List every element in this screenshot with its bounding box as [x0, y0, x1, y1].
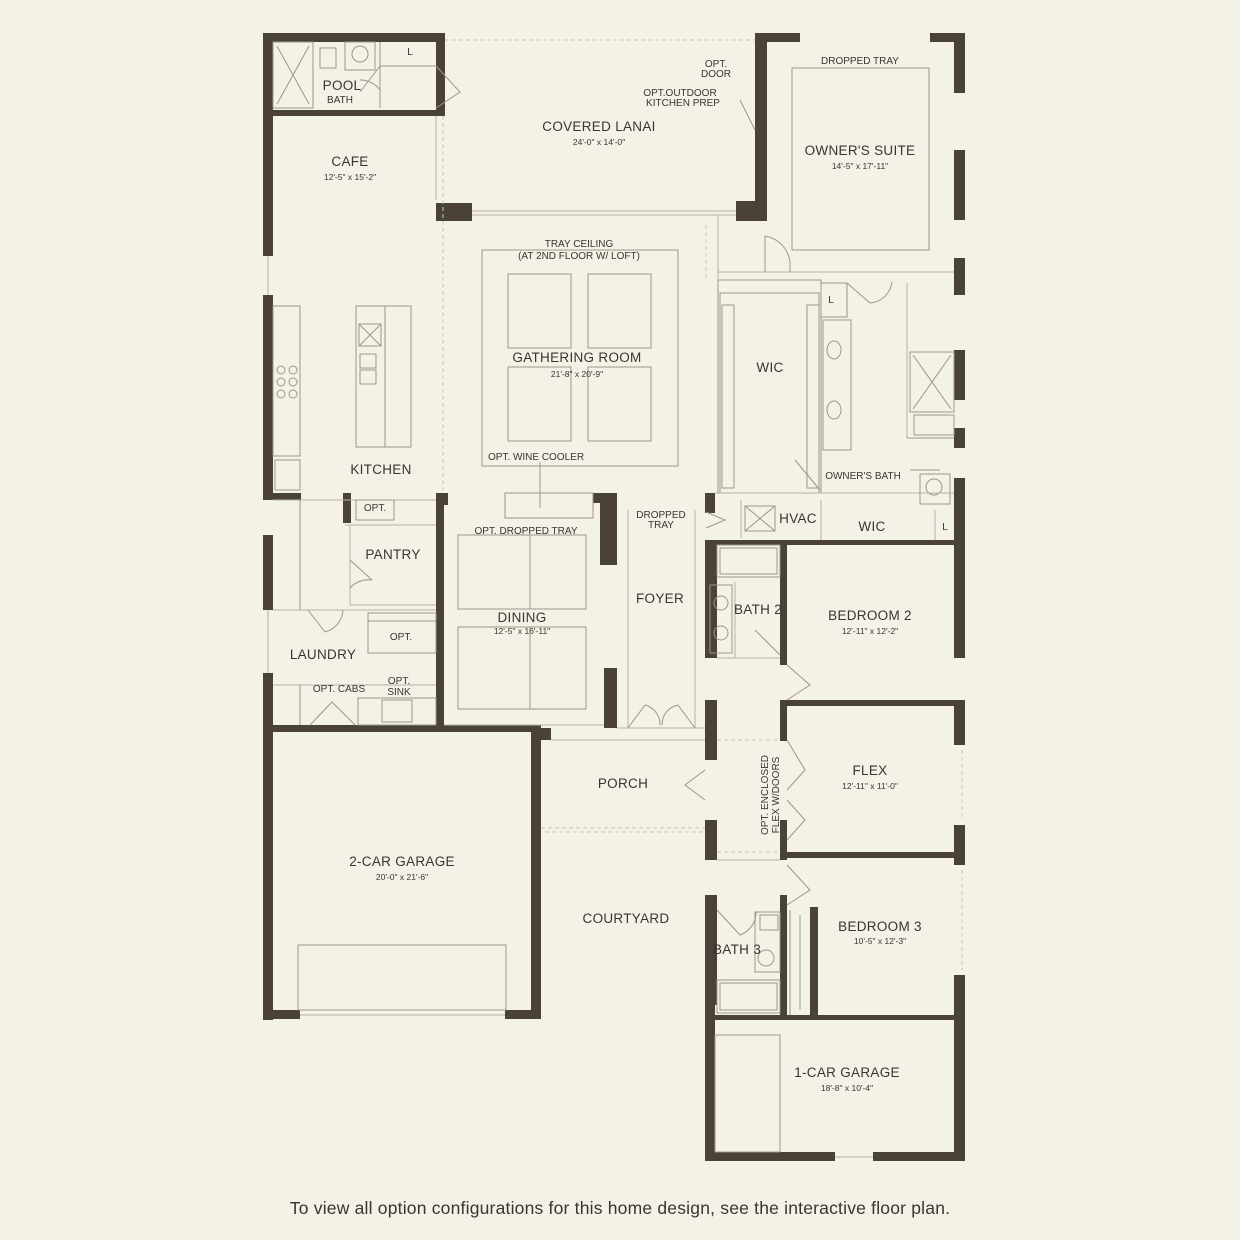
- gathering-room-dim: 21'-8" x 20'-9": [551, 369, 603, 379]
- dining-label: DINING: [497, 610, 546, 625]
- opt-kitchen-label: OPT.: [364, 503, 386, 514]
- opt-sink-label-2: SINK: [387, 687, 411, 698]
- garage2-label: 2-CAR GARAGE: [349, 854, 455, 869]
- opt-outdoor-kitchen-label-2: KITCHEN PREP: [646, 98, 720, 109]
- exterior-walls: [263, 33, 965, 1161]
- linen-label-2: L: [828, 295, 834, 306]
- hvac-label: HVAC: [779, 511, 817, 526]
- cafe-label: CAFE: [331, 154, 368, 169]
- opt-door-label-2: DOOR: [701, 69, 731, 80]
- tray-ceiling-label-2: (AT 2ND FLOOR W/ LOFT): [518, 251, 640, 262]
- wic2-label: WIC: [858, 519, 885, 534]
- linen-label-3: L: [942, 522, 948, 533]
- pool-bath-label-2: BATH: [327, 95, 353, 106]
- garage1-label: 1-CAR GARAGE: [794, 1065, 900, 1080]
- opt-dropped-tray-label: OPT. DROPPED TRAY: [475, 526, 578, 537]
- bedroom3-dim: 10'-5" x 12'-3": [854, 936, 906, 946]
- porch-label: PORCH: [598, 776, 648, 791]
- pool-bath-label-1: POOL: [323, 78, 362, 93]
- bedroom2-label: BEDROOM 2: [828, 608, 912, 623]
- linen-label: L: [407, 47, 413, 58]
- dropped-tray-label-2: TRAY: [648, 520, 674, 531]
- wic-label: WIC: [756, 360, 783, 375]
- dining-dim: 12'-5" x 16'-11": [494, 626, 550, 636]
- flex-label: FLEX: [853, 763, 888, 778]
- owners-suite-dim: 14'-5" x 17'-11": [832, 161, 888, 171]
- tray-ceiling-label-1: TRAY CEILING: [545, 239, 614, 250]
- cafe-dim: 12'-5" x 15'-2": [324, 172, 376, 182]
- courtyard-label: COURTYARD: [583, 911, 670, 926]
- kitchen-label: KITCHEN: [350, 462, 411, 477]
- opt-wine-cooler-label: OPT. WINE COOLER: [488, 452, 584, 463]
- bath3-label: BATH 3: [713, 942, 761, 957]
- dropped-tray-label-1: DROPPED: [636, 510, 685, 521]
- covered-lanai-label: COVERED LANAI: [542, 119, 655, 134]
- footer-note: To view all option configurations for th…: [289, 1198, 951, 1218]
- bath2-label: BATH 2: [734, 602, 782, 617]
- owners-suite-label: OWNER'S SUITE: [805, 143, 916, 158]
- opt-door-label-1: OPT.: [705, 59, 727, 70]
- interior-partitions: [267, 39, 963, 1158]
- pantry-label: PANTRY: [365, 547, 420, 562]
- opt-sink-label-1: OPT.: [388, 676, 410, 687]
- room-labels: POOL BATH L COVERED LANAI 24'-0" x 14'-0…: [290, 47, 948, 1093]
- opt-cabs-label: OPT. CABS: [313, 684, 366, 695]
- bedroom2-dim: 12'-11" x 12'-2": [842, 626, 898, 636]
- laundry-label: LAUNDRY: [290, 647, 356, 662]
- covered-lanai-dim: 24'-0" x 14'-0": [573, 137, 625, 147]
- opt-enclosed-flex-label-1: OPT. ENCLOSED: [760, 755, 771, 835]
- foyer-label: FOYER: [636, 591, 684, 606]
- owners-suite-tray-label: DROPPED TRAY: [821, 56, 899, 67]
- opt-laundry-label: OPT.: [390, 632, 412, 643]
- garage1-dim: 18'-8" x 10'-4": [821, 1083, 873, 1093]
- owners-bath-label: OWNER'S BATH: [825, 471, 901, 482]
- garage2-dim: 20'-0" x 21'-6": [376, 872, 428, 882]
- opt-enclosed-flex-label-2: FLEX W/DOORS: [771, 756, 782, 833]
- opt-outdoor-kitchen-label-1: OPT.OUTDOOR: [643, 88, 716, 99]
- bedroom3-label: BEDROOM 3: [838, 919, 922, 934]
- gathering-room-label: GATHERING ROOM: [512, 350, 641, 365]
- flex-dim: 12'-11" x 11'-0": [842, 781, 898, 791]
